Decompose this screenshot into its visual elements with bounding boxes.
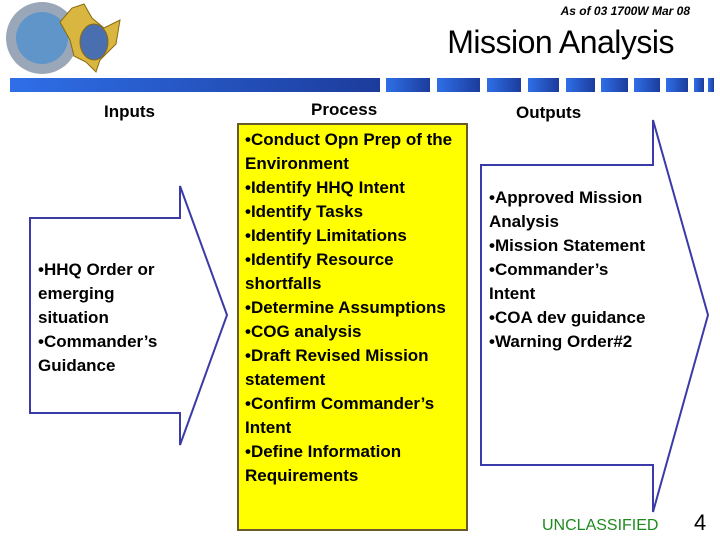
- input-item: •Commander’s Guidance: [38, 332, 158, 375]
- process-item: •Identify HHQ Intent: [245, 178, 405, 197]
- process-heading: Process: [311, 100, 378, 119]
- process-item: •Confirm Commander’s Intent: [245, 394, 435, 437]
- header-bar-segment: [666, 78, 688, 92]
- input-item: •HHQ Order or emerging situation: [38, 260, 155, 327]
- header-bar-segment: [708, 78, 714, 92]
- mpat-logo: [6, 2, 121, 74]
- output-item: •Mission Statement: [489, 236, 646, 255]
- process-item: •Identify Limitations: [245, 226, 407, 245]
- outputs-list: •Approved Mission Analysis •Mission Stat…: [489, 186, 654, 354]
- classification-label: UNCLASSIFIED: [542, 517, 659, 534]
- process-item: •Identify Tasks: [245, 202, 364, 221]
- output-item: •Approved Mission Analysis: [489, 188, 643, 231]
- process-box: •Conduct Opn Prep of the Environment •Id…: [237, 123, 468, 531]
- header-bar-segment: [528, 78, 559, 92]
- output-item: •Warning Order#2: [489, 332, 633, 351]
- outputs-heading: Outputs: [516, 103, 582, 122]
- header-bar-segment: [437, 78, 480, 92]
- process-item: •Determine Assumptions: [245, 298, 446, 317]
- header-bar-segment: [694, 78, 704, 92]
- inputs-list: •HHQ Order or emerging situation •Comman…: [38, 258, 178, 378]
- process-item: •COG analysis: [245, 322, 362, 341]
- process-item: •Define Information Requirements: [245, 442, 402, 485]
- output-item: •COA dev guidance: [489, 308, 646, 327]
- header-bar-segment: [601, 78, 628, 92]
- as-of-date: As of 03 1700W Mar 08: [560, 4, 690, 18]
- process-item: •Identify Resource shortfalls: [245, 250, 394, 293]
- header-bar-segment: [634, 78, 660, 92]
- inputs-heading: Inputs: [104, 102, 155, 121]
- process-item: •Conduct Opn Prep of the Environment: [245, 130, 453, 173]
- header-bar-segment: [566, 78, 595, 92]
- header-bar-segment: [487, 78, 521, 92]
- output-item: •Commander’s Intent: [489, 260, 609, 303]
- inputs-arrow: [29, 185, 229, 446]
- header-bar-segment: [386, 78, 430, 92]
- process-item: •Draft Revised Mission statement: [245, 346, 429, 389]
- page-number: 4: [694, 510, 707, 535]
- outputs-arrow: [480, 119, 710, 513]
- header-bar: [10, 78, 380, 92]
- page-title: Mission Analysis: [447, 24, 674, 60]
